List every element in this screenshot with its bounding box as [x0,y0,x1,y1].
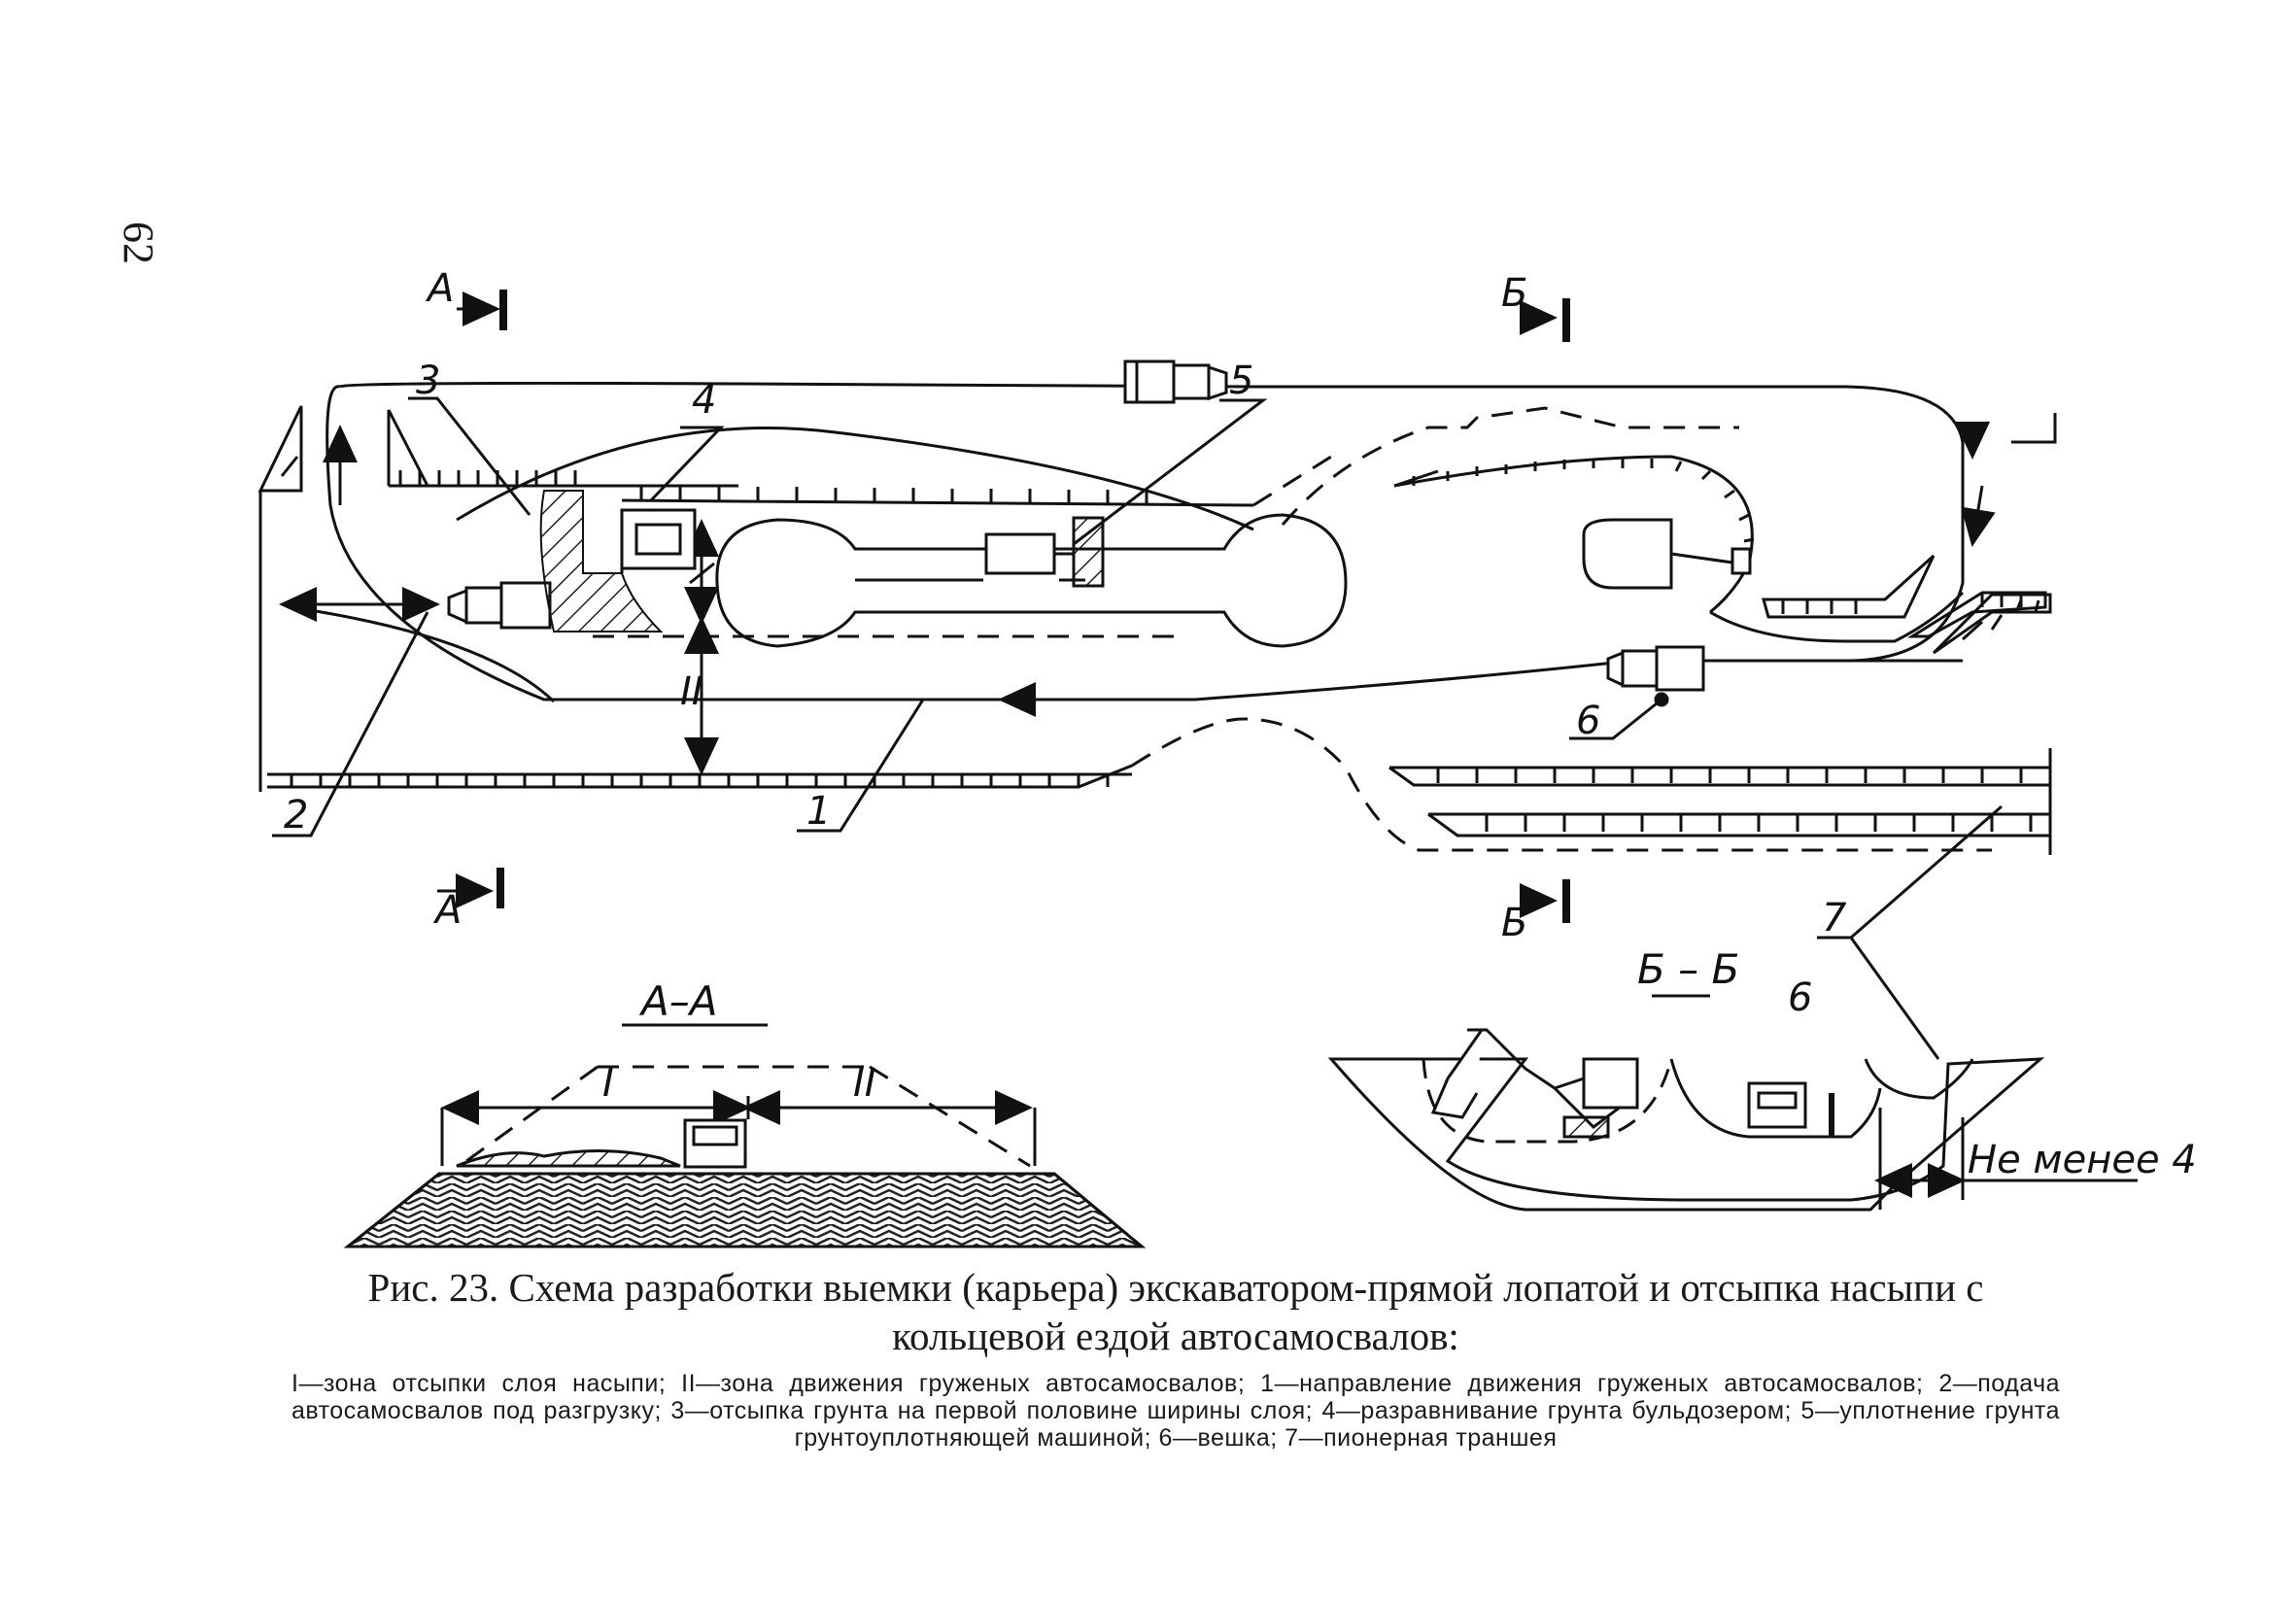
section-mark-b-top [1520,298,1570,342]
callout-1: 1 [806,789,831,834]
dump-truck-top [1123,359,1228,404]
mark-a-bottom: А [432,888,462,933]
compaction-loop [715,513,1348,648]
top-left-slope [387,409,1254,507]
dump-truck-unloading [447,581,552,630]
leader-5 [1073,398,1268,546]
section-bb-title: Б – Б [1637,945,1739,993]
callout-6-bb: 6 [1788,975,1812,1020]
section-bb [1327,994,2138,1212]
callout-3: 3 [416,359,440,403]
excavation-face [1393,455,2047,638]
figure-caption: Рис. 23. Схема разработки выемки (карьер… [291,1263,2060,1452]
zone-ii-aa: II [853,1061,876,1106]
mark-a-top: А [425,266,454,311]
dump-truck-return [1606,645,1705,692]
excavator-plan [1582,518,1752,590]
compactor-machine [984,516,1105,588]
dimension-note: Не менее 4 [1968,1138,2197,1182]
callout-4: 4 [692,378,716,423]
section-mark-a-top [457,290,507,330]
leader-1 [797,699,925,833]
zone-i-aa: I [602,1061,614,1106]
pioneer-trench [1388,748,2052,855]
callout-6: 6 [1576,699,1600,743]
figure-labels: А А Б Б 3 4 5 6 2 1 7 6 II I II А–А Б – … [284,266,2197,1182]
leader-7b [1849,937,1940,1060]
bottom-slope [267,764,1133,789]
mark-b-bottom: Б [1501,901,1527,945]
section-aa-title: А–А [638,977,717,1025]
mark-b-top: Б [1501,271,1527,316]
section-mark-a-bottom [437,868,504,908]
caption-title: Рис. 23. Схема разработки выемки (карьер… [367,1265,1984,1358]
bulldozer [620,508,697,573]
leader-6 [1569,698,1662,740]
section-aa [343,1023,1147,1248]
leader-4 [649,426,725,502]
callout-2: 2 [284,793,308,838]
section-mark-b-bottom [1520,879,1570,923]
callout-7: 7 [1822,896,1847,940]
leader-2 [272,611,429,838]
caption-legend: I—зона отсыпки слоя насыпи; II—зона движ… [291,1370,2060,1452]
callout-5: 5 [1229,359,1253,403]
leader-3 [408,396,531,516]
zone-ii-plan: II [680,669,703,714]
left-slope-wedge [257,405,303,493]
dumped-soil-3 [539,490,664,633]
